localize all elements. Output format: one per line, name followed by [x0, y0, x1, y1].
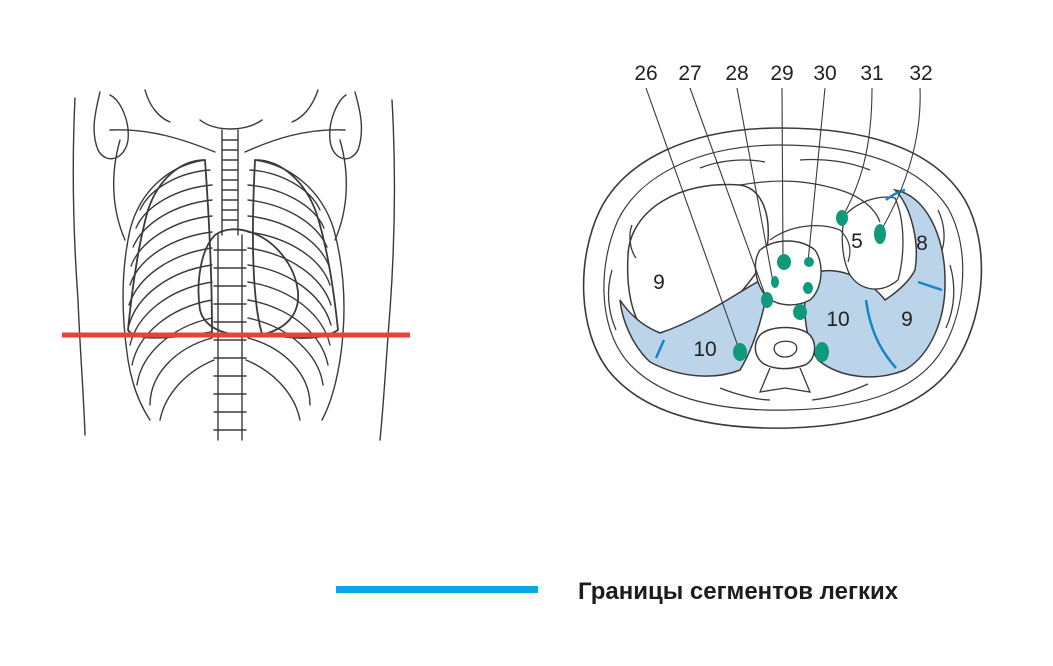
leader-32 — [879, 87, 921, 233]
vertebra-process — [758, 367, 812, 393]
segment-border-right-lung — [654, 339, 666, 359]
body-contour-outer — [582, 127, 983, 429]
label-29: 29 — [770, 62, 793, 85]
heart-section-contour — [769, 225, 851, 263]
rib-cage-right — [254, 159, 345, 421]
body-outline-left — [72, 97, 86, 436]
body-outline-right — [379, 99, 396, 441]
right-lung-segment-10-area — [619, 273, 771, 377]
neck-right — [291, 89, 319, 123]
trachea — [221, 129, 239, 236]
right-scapula — [334, 139, 347, 241]
legend-label: Границы сегментов легких — [578, 578, 899, 605]
right-shoulder — [329, 91, 363, 160]
left-clavicle — [109, 129, 216, 153]
label-32: 32 — [909, 62, 932, 85]
label-31: 31 — [860, 62, 883, 85]
segment-label-10-right: 10 — [693, 338, 716, 361]
lymph-node-30 — [804, 257, 814, 267]
rib-sections — [607, 158, 955, 401]
leader-28 — [736, 87, 774, 283]
axial-section-illustration: 26 27 28 29 30 31 32 9 10 5 8 10 9 — [582, 62, 983, 429]
lymph-node-28 — [771, 276, 779, 288]
heart-outline — [197, 228, 299, 337]
label-26: 26 — [634, 62, 657, 85]
segment-label-9-left: 9 — [901, 308, 913, 331]
segment-label-9-right: 9 — [653, 271, 665, 294]
leader-27 — [689, 87, 768, 301]
left-scapula — [113, 139, 126, 241]
segment-border-left-c — [885, 188, 906, 201]
top-labels: 26 27 28 29 30 31 32 — [634, 62, 932, 85]
left-lung-segment-5-area — [841, 196, 904, 290]
neck-left — [144, 89, 171, 123]
leader-lines — [645, 87, 921, 353]
ribs-right — [245, 169, 332, 421]
jaw — [199, 119, 263, 130]
leader-31 — [841, 87, 873, 219]
vertebra-body — [754, 326, 816, 370]
lymph-node-left-low — [815, 342, 829, 362]
ribs-left — [128, 169, 215, 421]
segment-label-10-left: 10 — [826, 308, 849, 331]
trachea-rings — [221, 139, 239, 221]
segment-border-left-a — [864, 299, 897, 369]
segment-border-left-b — [917, 280, 943, 292]
segment-label-8: 8 — [916, 232, 928, 255]
legend-segment-border-swatch — [336, 586, 538, 593]
lymph-node-27 — [761, 292, 773, 308]
label-27: 27 — [678, 62, 701, 85]
lymph-node-29 — [777, 254, 791, 270]
lymph-node-30b — [803, 282, 813, 294]
chest-xray-illustration — [72, 89, 396, 441]
left-lung-section-blue — [804, 188, 946, 378]
lymph-node-26 — [733, 343, 747, 361]
leader-30 — [807, 87, 826, 263]
left-lung-outline — [252, 159, 339, 339]
right-lung-outline — [127, 159, 213, 339]
lymph-node-32 — [874, 224, 886, 244]
segment-label-5: 5 — [851, 230, 863, 253]
right-clavicle — [244, 129, 346, 153]
leader-26 — [645, 87, 741, 353]
vertebra-spinal-canal — [773, 340, 798, 358]
lymph-node-mid — [793, 304, 807, 320]
diaphragm-contour — [739, 180, 881, 223]
rib-cage-left — [122, 159, 206, 421]
label-30: 30 — [813, 62, 836, 85]
label-28: 28 — [725, 62, 748, 85]
body-contour-inner — [603, 144, 964, 411]
left-shoulder — [93, 91, 129, 160]
segment-labels: 9 10 5 8 10 9 — [653, 230, 928, 361]
lymph-nodes — [733, 210, 886, 362]
lymph-node-31 — [836, 210, 848, 226]
leader-29 — [781, 87, 784, 261]
